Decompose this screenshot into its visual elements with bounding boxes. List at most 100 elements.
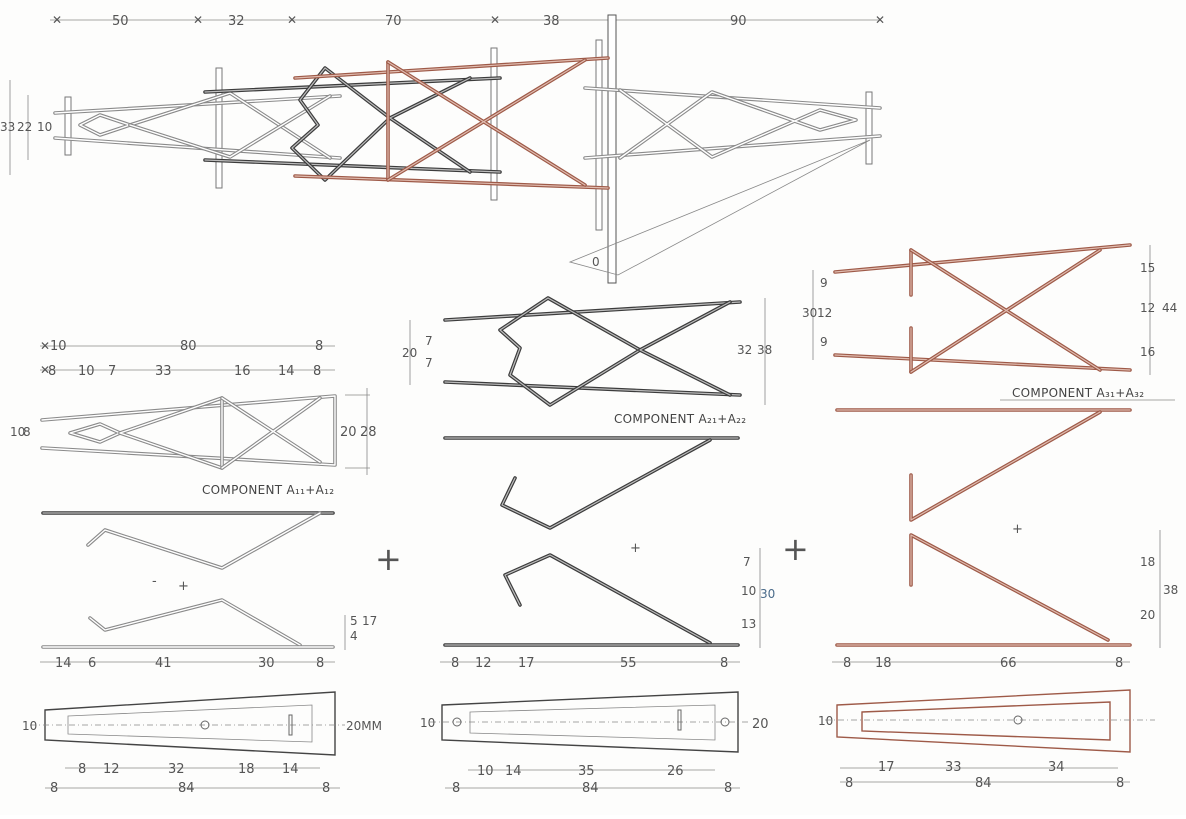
a2-elevation [443,296,742,407]
a1-b-41: 41 [155,656,172,671]
a2-plan-10: 10 [420,716,435,730]
a1-dim-80: 80 [180,339,197,354]
component-a1: ✕ 10 80 8 ✕ 8 10 7 33 16 14 8 10 8 20 28… [10,339,382,796]
a1-p-18: 18 [238,762,255,777]
a3-s-38: 38 [1163,583,1178,597]
a1-b-6: 6 [88,656,96,671]
a1-elevation [40,394,337,470]
a3-p-34: 34 [1048,760,1065,775]
a3-p-33: 33 [945,760,962,775]
a1-h-8: 8 [23,425,31,439]
top-posts [64,14,873,284]
a3-l-9b: 9 [820,335,828,349]
a1-dim-10: 10 [50,339,67,354]
a1-p2-8b: 8 [322,781,330,796]
a2-plan-20: 20 [752,717,769,732]
a2-p2-8: 8 [452,781,460,796]
top-right-gray-unit [568,86,882,276]
a3-r-12: 12 [1140,301,1155,315]
a3-l-12: 12 [817,306,832,320]
a2-s-13: 13 [741,617,756,631]
a3-elevation [833,243,1132,374]
a3-b-8b: 8 [1115,656,1123,671]
a1-h-28: 28 [360,425,377,440]
top-dark-unit [203,66,502,182]
a2-b-55: 55 [620,656,637,671]
a2-l-20: 20 [402,346,417,360]
a2-p-10: 10 [477,764,494,779]
a1-b-14: 14 [55,656,72,671]
a3-l-9: 9 [820,276,828,290]
a3-p2-8: 8 [845,776,853,791]
dim-top-4: 38 [543,14,560,29]
a1-dim-r2-8b: 8 [313,364,321,379]
dim-top-1: 50 [112,14,129,29]
a1-p-14: 14 [282,762,299,777]
svg-text:✕: ✕ [287,13,297,27]
a2-l-7: 7 [425,334,433,348]
svg-text:✕: ✕ [40,339,50,353]
a3-l-30: 30 [802,306,817,320]
a3-r-15: 15 [1140,261,1155,275]
a2-p2-8b: 8 [724,781,732,796]
a1-dim-8: 8 [315,339,323,354]
a3-plus: + [1012,522,1023,537]
a1-h-10: 10 [10,425,25,439]
plus-1: + [375,540,402,578]
a1-caption: COMPONENT A₁₁+A₁₂ [202,483,334,497]
a3-p2-8b: 8 [1116,776,1124,791]
a2-l-7b: 7 [425,356,433,370]
a1-dim-r2-33: 33 [155,364,172,379]
a2-b-17: 17 [518,656,535,671]
a1-b-8: 8 [316,656,324,671]
a1-p2-84: 84 [178,781,195,796]
a3-p2-84: 84 [975,776,992,791]
svg-text:✕: ✕ [193,13,203,27]
svg-text:✕: ✕ [875,13,885,27]
a3-p-17: 17 [878,760,895,775]
a1-side-5: 5 [350,614,358,628]
a1-p-32: 32 [168,762,185,777]
dim-top-3: 70 [385,14,402,29]
svg-text:✕: ✕ [40,363,50,377]
a3-b-8: 8 [843,656,851,671]
a3-plan-10: 10 [818,714,833,728]
a2-s-30: 30 [760,587,775,601]
dim-top-left-33: 33 [0,120,15,134]
a2-p-35: 35 [578,764,595,779]
dim-top-2: 32 [228,14,245,29]
a2-parts [443,436,740,647]
a1-plan-10: 10 [22,719,37,733]
a2-s-7: 7 [743,555,751,569]
a1-minus: - [152,574,157,589]
plus-2: + [782,530,809,568]
a2-p-26: 26 [667,764,684,779]
a1-dim-r2-8: 8 [48,364,56,379]
a2-p2-84: 84 [582,781,599,796]
component-a3: 9 30 12 9 15 12 44 16 COMPONENT A₃₁+A₃₂ … [802,243,1178,791]
a3-b-66: 66 [1000,656,1017,671]
a2-r-32: 32 [737,343,752,357]
a2-b-8: 8 [451,656,459,671]
a2-b-8b: 8 [720,656,728,671]
top-assembly: 50 32 70 38 90 ✕✕ ✕✕ ✕ 33 22 10 [0,13,885,284]
dim-top-left-22: 22 [17,120,32,134]
a3-caption: COMPONENT A₃₁+A₃₂ [1012,386,1144,400]
a1-side-17: 17 [362,614,377,628]
a1-side-4: 4 [350,629,358,643]
a1-plan [30,691,345,756]
a3-b-18: 18 [875,656,892,671]
a2-caption: COMPONENT A₂₁+A₂₂ [614,412,746,426]
top-red-unit [293,56,610,190]
a1-b-30: 30 [258,656,275,671]
component-a2: 7 20 7 32 38 COMPONENT A₂₁+A₂₂ + 7 10 30… [402,296,775,796]
a1-plus: + [178,579,189,594]
a2-plus: + [630,541,641,556]
top-base-label: 0 [592,255,600,269]
a2-b-12: 12 [475,656,492,671]
a3-r-44: 44 [1162,301,1177,315]
top-gray-unit [53,91,342,160]
a3-s-18: 18 [1140,555,1155,569]
